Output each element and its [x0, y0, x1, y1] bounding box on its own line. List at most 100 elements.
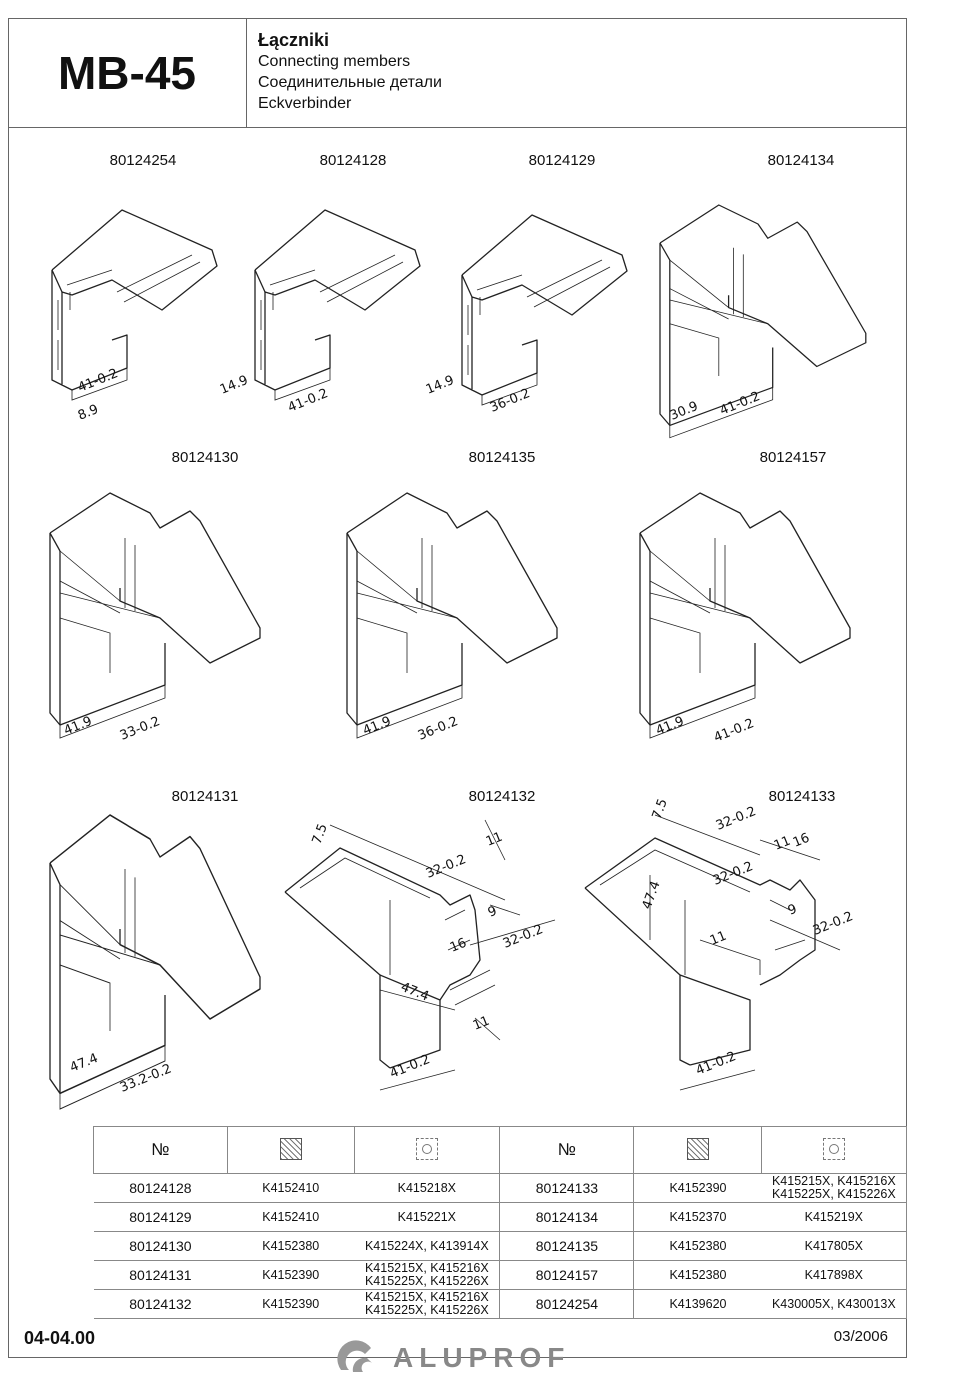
title-en: Connecting members [258, 53, 411, 70]
dim: 41-0.2 [718, 389, 762, 419]
cell-no: 80124132 [93, 1289, 228, 1319]
dim: 41.9 [62, 714, 94, 739]
header-divider [8, 127, 907, 128]
dim: 41.9 [361, 714, 393, 739]
dim: 41-0.2 [388, 1052, 432, 1082]
gasket-code: K415224X, K413914X [364, 1238, 489, 1253]
dim: 41-0.2 [286, 386, 330, 416]
dim: 9 [486, 904, 499, 921]
dim: 11 [484, 830, 505, 850]
dim: 16 [791, 831, 812, 851]
cell-gasket: K415224X, K413914X [354, 1231, 500, 1261]
hatched-profile-icon [686, 1137, 709, 1160]
gasket-code: K415225X, K415226X [364, 1303, 489, 1317]
document-number: 04-04.00 [24, 1328, 96, 1348]
gasket-code: K415218X [397, 1180, 457, 1195]
cell-gasket: K415219X [761, 1202, 907, 1232]
dim: 41.9 [654, 714, 686, 739]
dim: 41-0.2 [76, 366, 120, 396]
table-row: 80124130 K4152380 K415224X, K413914X 801… [93, 1231, 907, 1261]
page-frame [8, 18, 907, 1358]
dim: 11 [772, 834, 793, 854]
cell-gasket: K417898X [761, 1260, 907, 1290]
drawing-code: 80124131 [171, 788, 239, 805]
logo-text: ALUPROF [393, 1342, 571, 1373]
hatched-profile-icon [279, 1137, 302, 1160]
gasket-code: K430005X, K430013X [771, 1296, 896, 1311]
dim: 32-0.2 [714, 804, 758, 834]
title-block: Łączniki Connecting members Соединительн… [258, 30, 442, 114]
cell-profile: K4152370 [633, 1202, 762, 1232]
dim: 33.2-0.2 [118, 1061, 174, 1095]
dim: 16 [448, 936, 469, 956]
dim: 36-0.2 [416, 714, 460, 744]
title-de: Eckverbinder [258, 95, 352, 112]
drawing-80124130 [49, 492, 261, 739]
gasket-code: K417805X [804, 1238, 864, 1253]
gasket-code: K417898X [804, 1267, 864, 1282]
dim: 7.5 [310, 822, 331, 847]
col-header-gasket [761, 1126, 907, 1174]
cell-no: 80124134 [499, 1202, 635, 1232]
gasket-code: K415221X [397, 1209, 457, 1224]
cell-no: 80124254 [499, 1289, 635, 1319]
cell-gasket: K415218X [354, 1173, 500, 1203]
drawing-80124128 [254, 209, 421, 401]
gasket-code: K415219X [804, 1209, 864, 1224]
drawing-code: 80124134 [767, 152, 835, 169]
dim: 47.4 [399, 980, 431, 1005]
dim: 11 [471, 1014, 492, 1034]
dim: 14.9 [424, 373, 456, 398]
dim: 14.9 [218, 373, 250, 398]
cell-no: 80124135 [499, 1231, 635, 1261]
aluprof-logo: ALUPROF [337, 1340, 570, 1376]
cell-profile: K4152390 [227, 1260, 355, 1290]
dim: 41-0.2 [694, 1049, 738, 1079]
drawing-80124132 [284, 819, 556, 1091]
cell-gasket: K430005X, K430013X [761, 1289, 907, 1319]
drawing-80124133 [584, 814, 841, 1091]
drawing-code: 80124254 [109, 152, 177, 169]
aluprof-logo-mark-icon [337, 1340, 373, 1372]
col-header-profile [633, 1126, 762, 1174]
col-header-gasket [353, 1126, 500, 1174]
parts-table: № № 80124128 K4152410 K415218X 80124133 … [93, 1126, 907, 1319]
dim: 47.4 [640, 879, 664, 911]
dim: 32-0.2 [811, 909, 855, 939]
dim: 8.9 [76, 402, 101, 424]
drawing-code: 80124129 [528, 152, 596, 169]
series-title: MB-45 [57, 47, 197, 99]
table-row: 80124128 K4152410 K415218X 80124133 K415… [93, 1173, 907, 1203]
cell-no: 80124133 [499, 1173, 635, 1203]
dim: 41-0.2 [712, 716, 756, 746]
gasket-code: K415225X, K415226X [364, 1274, 489, 1288]
gasket-code: K415215X, K415216X [364, 1261, 489, 1275]
cell-profile: K4152410 [227, 1173, 355, 1203]
col-header-no: № [499, 1126, 635, 1174]
cell-profile: K4152410 [227, 1202, 355, 1232]
gasket-code: K415215X, K415216X [771, 1174, 896, 1188]
drawing-code: 80124130 [171, 449, 239, 466]
cell-no: 80124131 [93, 1260, 228, 1290]
title-ru: Соединительные детали [258, 74, 442, 91]
cell-profile: K4152380 [227, 1231, 355, 1261]
cell-gasket: K415221X [354, 1202, 500, 1232]
col-header-profile [226, 1126, 355, 1174]
dim: 9 [786, 902, 799, 919]
gasket-code: K415215X, K415216X [364, 1290, 489, 1304]
dim: 11 [708, 929, 729, 949]
cell-profile: K4152380 [633, 1260, 762, 1290]
cell-profile: K4139620 [633, 1289, 762, 1319]
dim: 32-0.2 [501, 922, 545, 952]
cell-no: 80124129 [93, 1202, 228, 1232]
drawing-80124254 [51, 209, 218, 401]
table-row: 80124129 K4152410 K415221X 80124134 K415… [93, 1202, 907, 1232]
dim: 7.5 [650, 797, 671, 822]
gasket-code: K415225X, K415226X [771, 1187, 896, 1201]
dim: 33-0.2 [118, 714, 162, 744]
